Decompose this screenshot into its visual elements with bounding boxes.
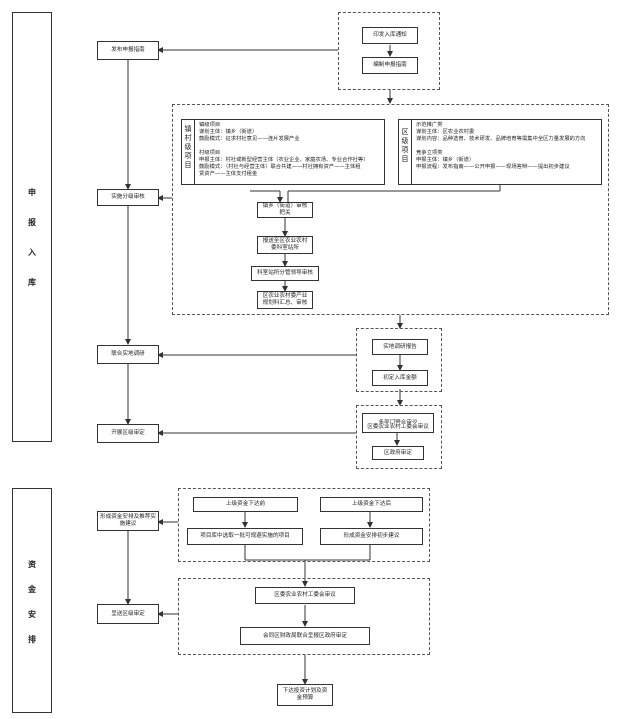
joint-survey-box: 联合实地调研 (97, 345, 159, 364)
section-funds-char: 安 (28, 610, 36, 619)
town-line: 鼓励模式：征求村社意见——连片发展产业 (199, 136, 300, 142)
top-group (338, 12, 440, 90)
survey-group (356, 328, 442, 392)
district-review-box: 开展区级审定 (97, 424, 159, 443)
gov-review-box: 区政府审定 (372, 446, 424, 460)
submit-district-box: 报送至区农业农村委科室站所 (257, 236, 313, 254)
form-plan-box: 形成资金安排及推荐实施建议 (97, 511, 159, 531)
joint-review-box: 会同区财政局联合呈报区政府审定 (240, 627, 370, 645)
submit-review-box: 呈送区级审定 (97, 604, 159, 624)
district-project-label: 区级项目 (399, 120, 412, 184)
section-funds-char: 金 (28, 585, 36, 594)
upper-before-box: 上级资金下达前 (193, 497, 298, 512)
issue-plan-box: 下达投资计划及资金预算 (277, 684, 333, 706)
town-line: 申报主体：村社或新型经营主体（农业企业、家庭农场、专业合作社等） (199, 157, 369, 163)
district-line: 竞争立项类 (416, 150, 443, 156)
town-line: 鼓励模式：（村社与经营主体）联合共建——村社拥有资产——主体租 (199, 164, 361, 170)
review-panel-group (172, 104, 609, 315)
guide-box: 编制申报指南 (362, 57, 418, 74)
section-funds: 资 金 安 排 (12, 488, 52, 713)
committee-review-box: 区委农业农村工委会审议 (255, 587, 355, 604)
dept-review-box: 科室站所分管领导审核 (251, 266, 319, 281)
form-advice-box: 形成资金安排初步建议 (320, 528, 423, 545)
section-declare: 申 报 入 库 (12, 12, 52, 442)
section-funds-char: 资 (28, 560, 36, 569)
town-review-box: 镇乡（街道）审核把关 (257, 202, 313, 218)
section-funds-char: 排 (28, 635, 36, 644)
upper-after-box: 上级资金下达后 (320, 497, 423, 512)
district-line: 示范推广类 (416, 122, 443, 128)
district-line: 申报流程：发布指南——公开申报——现场答辩——提出初步建议 (416, 164, 570, 170)
section-declare-char: 报 (28, 218, 36, 227)
town-line: 谋划主体：镇乡（街道） (199, 129, 258, 135)
final-group (178, 578, 430, 655)
section-declare-char: 入 (28, 248, 36, 257)
notice-box: 印发入库通知 (362, 27, 418, 44)
committee-summary-box: 区农业农村委产业规划科汇总、审核 (257, 291, 313, 309)
final-review-group (356, 405, 442, 469)
funds-group (178, 488, 430, 562)
select-project-box: 项目库中选取一批可规避实施的项目 (187, 528, 303, 545)
town-line: 镇级项目 (199, 122, 221, 128)
district-project-panel: 区级项目 示范推广类 谋划主体：区农业农村委 谋划内容：品种选育、技术研发、品牌… (398, 119, 602, 185)
district-line: 谋划主体：区农业农村委 (416, 129, 475, 135)
section-declare-char: 申 (28, 188, 36, 197)
district-line: 谋划内容：品种选育、技术研发、品牌培育等需集中全区力量发展的方向 (416, 136, 586, 142)
district-line: 申报主体：镇乡（街道） (416, 157, 475, 163)
initial-list-box: 初定入库金额 (372, 370, 428, 386)
town-project-label: 镇村级项目 (182, 120, 195, 184)
town-line: 赁资产——主体支付租金 (199, 171, 258, 177)
town-line: 村级项目 (199, 150, 221, 156)
section-declare-char: 库 (28, 278, 36, 287)
implement-review-box: 实施分级审核 (97, 189, 159, 206)
site-report-box: 实地调研报告 (372, 339, 428, 355)
party-committee-line: 区委农业农村工委会审议 (362, 423, 434, 433)
publish-guide-box: 发布申报指南 (97, 41, 159, 60)
town-project-panel: 镇村级项目 镇级项目 谋划主体：镇乡（街道） 鼓励模式：征求村社意见——连片发展… (181, 119, 385, 185)
